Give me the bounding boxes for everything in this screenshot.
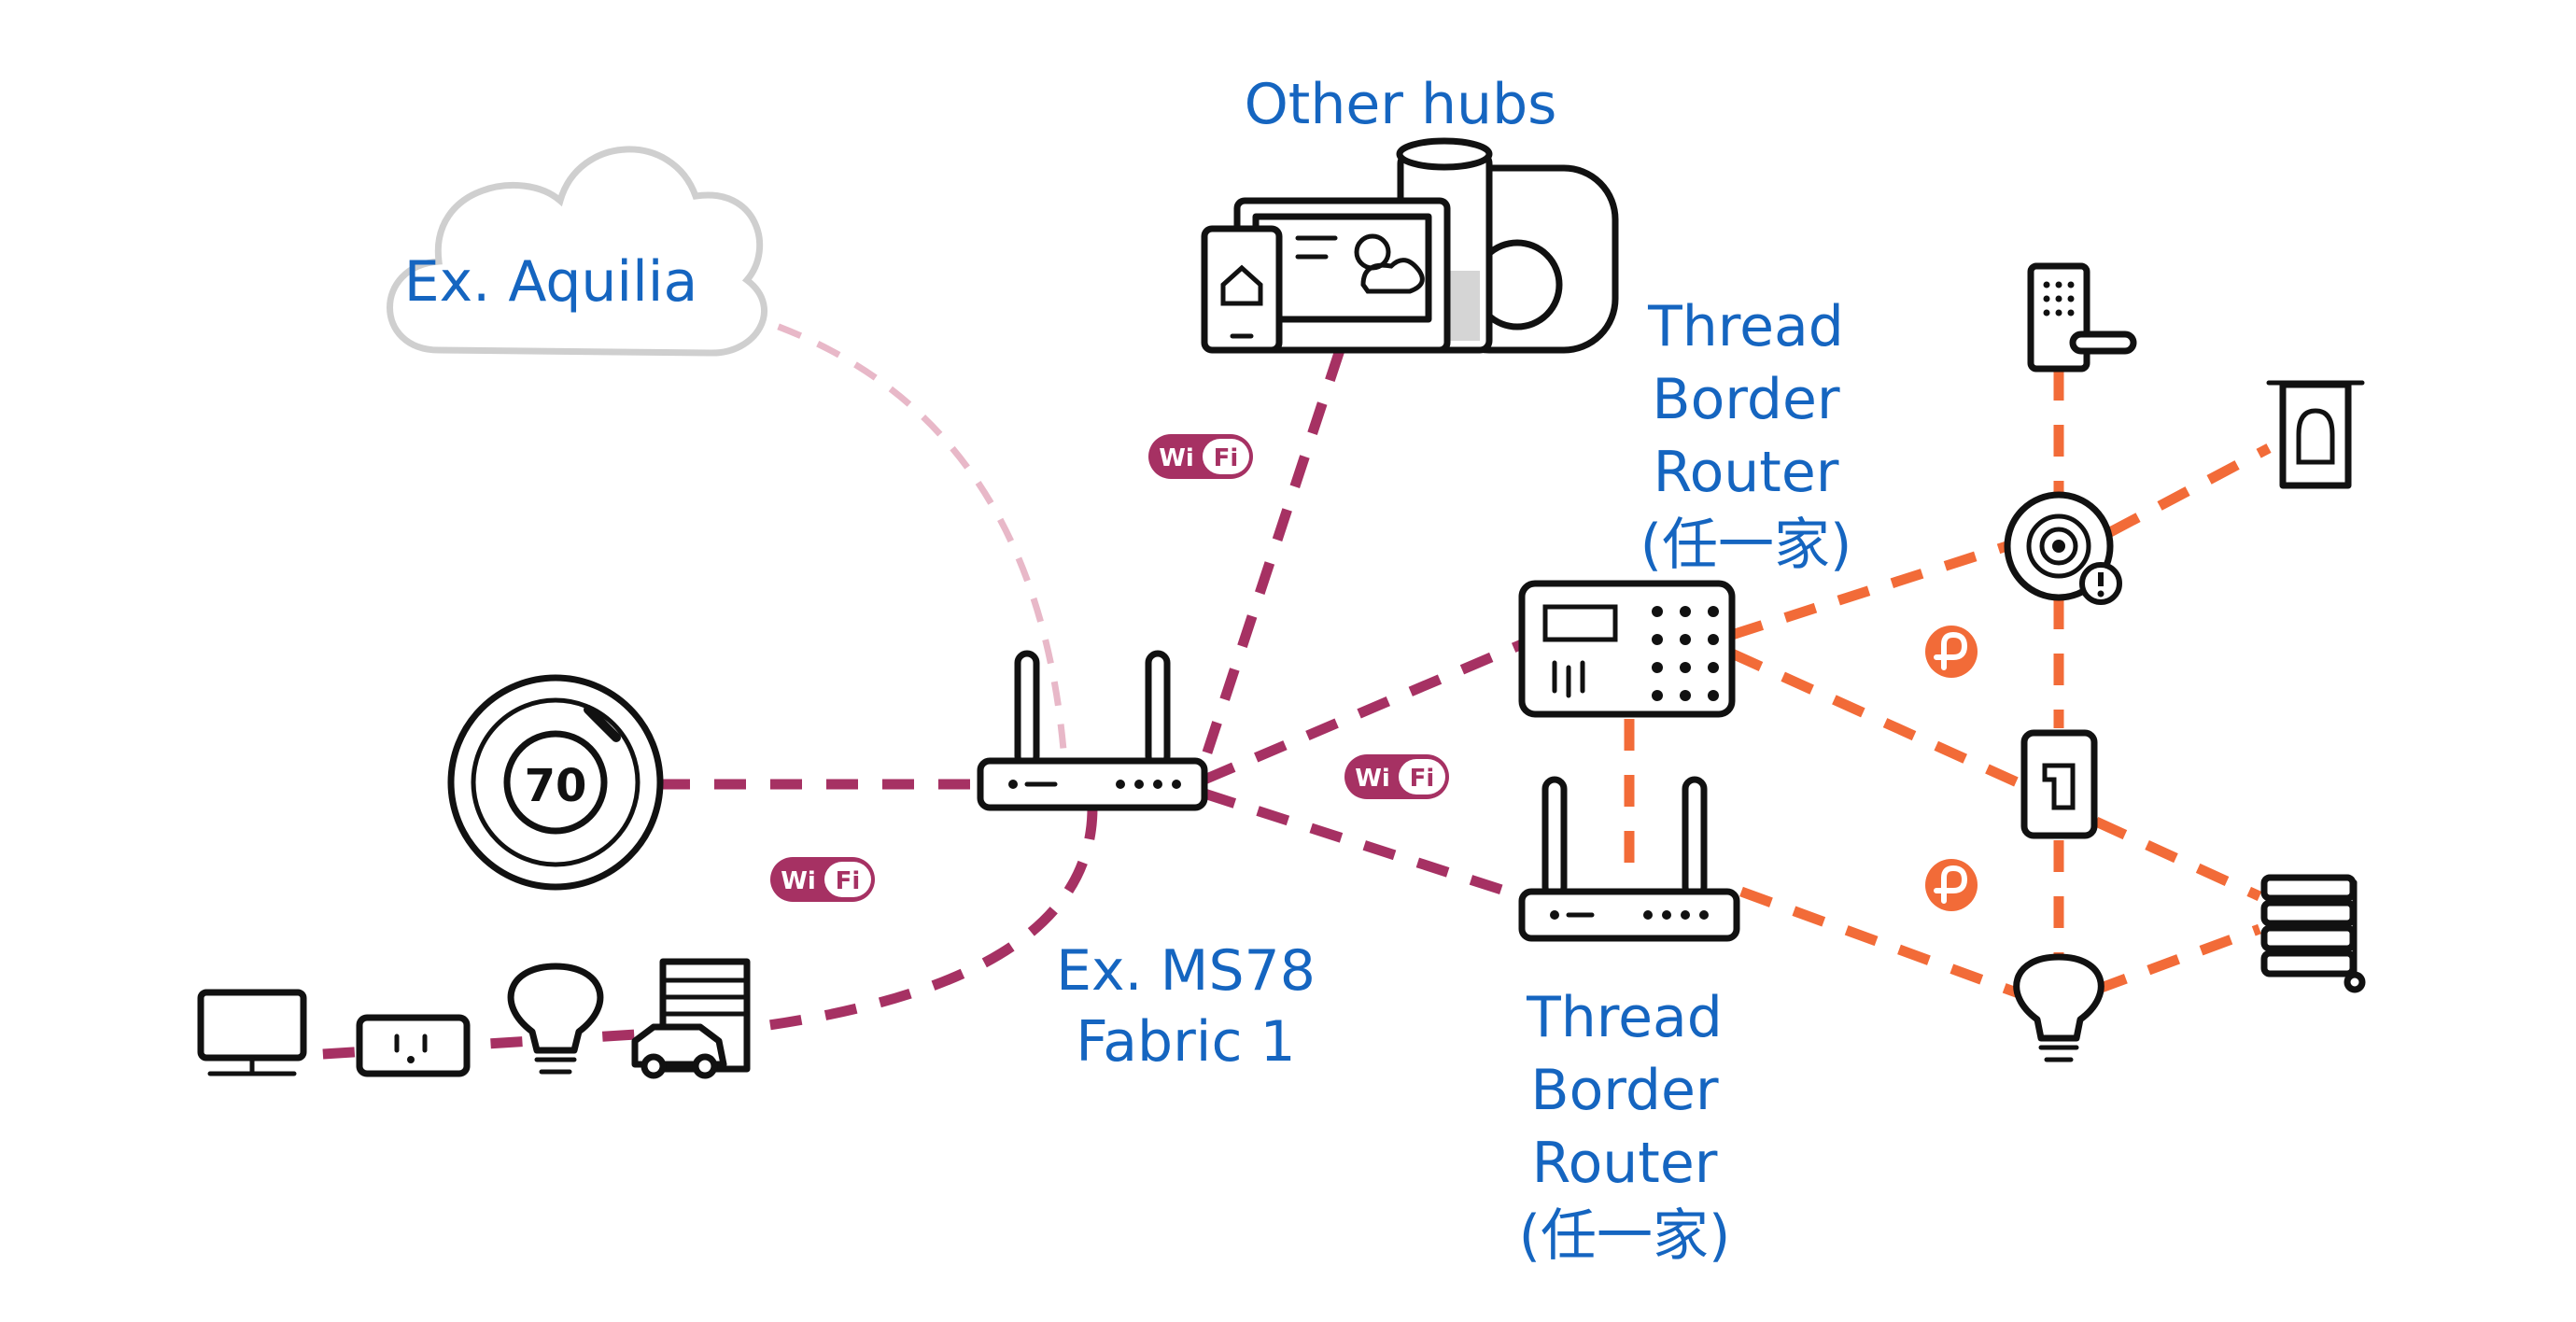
svg-text:Wi: Wi	[1159, 444, 1194, 472]
thermostat-icon: 70	[447, 674, 664, 891]
svg-text:Fi: Fi	[1410, 765, 1435, 793]
monitor-icon	[197, 989, 307, 1076]
fabric-label-line2: Fabric 1	[1076, 1009, 1295, 1075]
thread-link-smoke-motion	[2107, 443, 2272, 537]
thread-link-router-bulb	[1739, 886, 2023, 1000]
wifi-link-hubs	[1199, 348, 1345, 763]
car-icon	[631, 1023, 727, 1079]
wifi-router-icon	[977, 650, 1208, 811]
border-router-top-line1: Thread	[1647, 294, 1844, 359]
light-bulb-icon	[507, 963, 604, 1075]
wifi-link-thread-router	[1203, 788, 1524, 902]
other-hubs-group	[1201, 137, 1619, 354]
thread-link-contact-blinds	[2093, 816, 2262, 902]
svg-text:Wi: Wi	[781, 867, 816, 895]
svg-text:Wi: Wi	[1355, 765, 1390, 793]
security-panel-icon	[1518, 580, 1736, 718]
contact-sensor-icon	[2020, 729, 2098, 839]
border-router-top-line2: Border	[1652, 367, 1839, 432]
thread-link-panel-contact	[1729, 648, 2024, 790]
border-router-top-line3: Router	[1654, 440, 1839, 505]
fabric-label-line1: Ex. MS78	[1056, 938, 1316, 1004]
thread-router-icon	[1518, 776, 1740, 942]
smart-display-icon	[1233, 197, 1451, 354]
wifi-link-security-panel	[1202, 639, 1525, 785]
thread-link-panel-smoke	[1730, 536, 2023, 640]
cloud-icon: Ex. Aquilia	[387, 146, 767, 357]
border-router-top-line4: (任一家)	[1640, 513, 1852, 578]
border-router-bottom-line3: Router	[1532, 1131, 1718, 1196]
thread-link-bulb-blinds	[2094, 923, 2261, 995]
other-hubs-label: Other hubs	[1245, 72, 1557, 137]
border-router-bottom-line2: Border	[1530, 1058, 1718, 1123]
tablet-icon	[1201, 225, 1283, 354]
motion-sensor-icon	[2266, 380, 2365, 489]
svg-text:Fi: Fi	[1214, 444, 1239, 472]
wifi-link-devices	[307, 807, 1098, 1061]
smart-plug-icon	[356, 1014, 471, 1077]
cloud-label: Ex. Aquilia	[404, 249, 697, 315]
svg-text:Fi: Fi	[836, 867, 861, 895]
connection-lines	[307, 309, 2272, 1061]
thermostat-value: 70	[525, 760, 587, 812]
light-bulb-icon	[2013, 953, 2104, 1062]
window-blinds-icon	[2260, 874, 2366, 993]
wifi-badge: Wi Fi	[770, 857, 875, 902]
border-router-bottom-line1: Thread	[1526, 985, 1723, 1050]
thread-logo-icon	[1925, 626, 1978, 678]
wifi-badge: Wi Fi	[1148, 434, 1253, 479]
smoke-detector-icon	[2004, 491, 2122, 605]
border-router-bottom-line4: (任一家)	[1519, 1203, 1731, 1269]
wifi-badge: Wi Fi	[1344, 754, 1449, 799]
door-lock-icon	[2027, 262, 2137, 373]
thread-logo-icon	[1925, 859, 1978, 911]
